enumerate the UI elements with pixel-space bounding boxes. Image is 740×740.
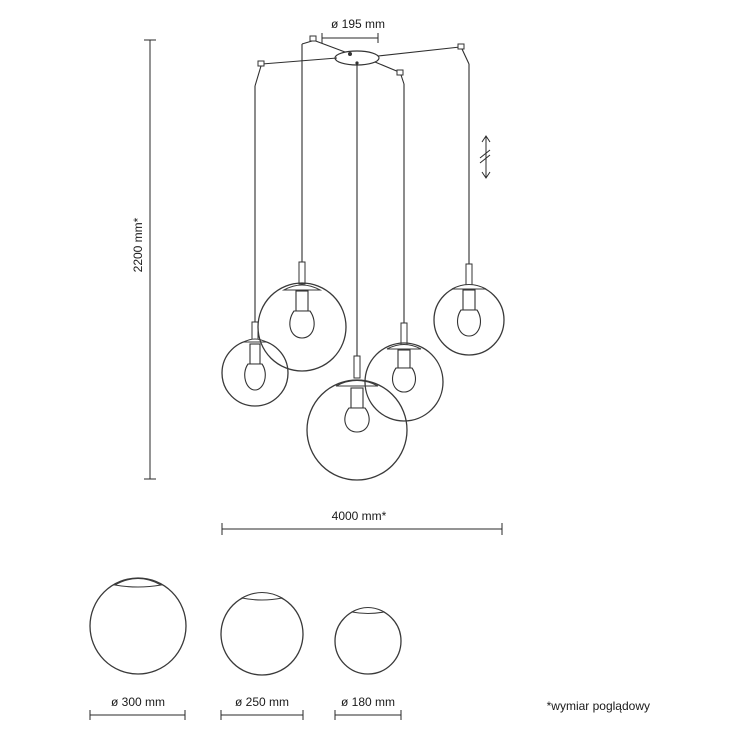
globe-300-dimension: ø 300 mm <box>89 695 186 720</box>
globe-250-dimension: ø 250 mm <box>220 695 304 720</box>
ceiling-canopy <box>334 50 380 66</box>
globe-180-dimension: ø 180 mm <box>334 695 402 720</box>
globe-far-right <box>433 263 505 356</box>
suspension-cords <box>254 35 470 356</box>
globe-180-label: ø 180 mm <box>341 695 395 709</box>
globe-size-300 <box>89 577 187 675</box>
width-label: 4000 mm* <box>332 509 387 523</box>
double-arrow-break-icon <box>479 135 491 179</box>
height-label: 2200 mm* <box>131 217 145 272</box>
footnote: *wymiar poglądowy <box>547 699 650 713</box>
globe-300-label: ø 300 mm <box>111 695 165 709</box>
globe-size-180 <box>334 606 402 675</box>
globe-top-left <box>257 261 347 372</box>
canopy-dimension: ø 195 mm <box>321 17 385 43</box>
globe-left-small <box>221 321 289 407</box>
globe-size-250 <box>220 591 304 676</box>
width-dimension: 4000 mm* <box>221 509 503 535</box>
height-dimension: 2200 mm* <box>131 39 156 480</box>
globe-250-label: ø 250 mm <box>235 695 289 709</box>
globe-center-large <box>306 355 408 481</box>
canopy-diameter-label: ø 195 mm <box>331 17 385 31</box>
globe-right-middle <box>364 322 444 422</box>
